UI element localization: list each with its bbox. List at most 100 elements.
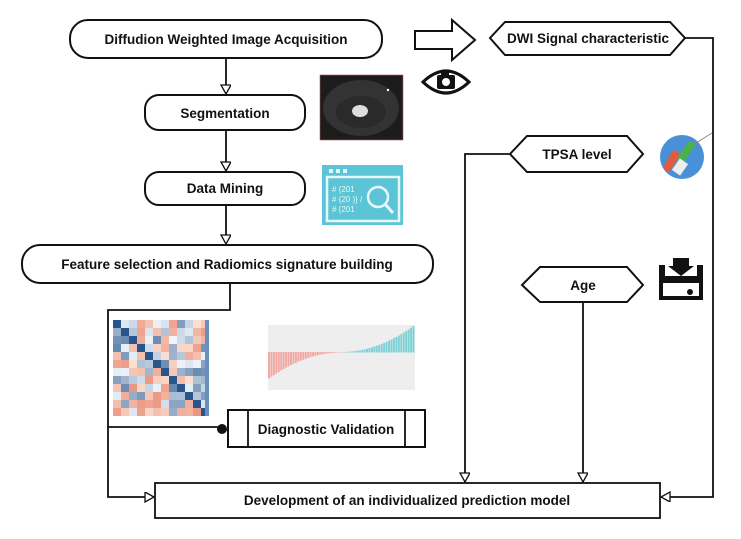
bar	[373, 346, 376, 353]
heatmap-cell	[169, 320, 177, 328]
heatmap-cell	[137, 344, 145, 352]
bar	[312, 352, 315, 357]
heatmap-cell	[121, 344, 129, 352]
code-line-2: # {20 )} /	[332, 195, 363, 204]
correlation-heatmap	[113, 320, 209, 416]
bar	[363, 349, 366, 353]
node-feature-selection-label: Feature selection and Radiomics signatur…	[61, 257, 393, 272]
heatmap-cell	[161, 344, 169, 352]
heatmap-cell	[145, 384, 153, 392]
bar	[346, 351, 349, 353]
heatmap-cell	[137, 360, 145, 368]
bar	[304, 352, 307, 359]
bar	[395, 336, 398, 353]
heatmap-cell	[169, 360, 177, 368]
heatmap-cell	[185, 336, 193, 344]
bar	[407, 329, 410, 353]
heatmap-cell	[153, 352, 161, 360]
bar	[402, 332, 405, 353]
bar	[390, 339, 393, 353]
bar	[361, 349, 364, 353]
heatmap-cell	[145, 392, 153, 400]
heatmap-cell	[177, 336, 185, 344]
heatmap-cell	[121, 408, 129, 416]
node-feature-selection: Feature selection and Radiomics signatur…	[21, 244, 434, 284]
bar	[378, 344, 381, 353]
bar	[282, 352, 285, 369]
heatmap-cell	[121, 400, 129, 408]
heatmap-cell	[137, 400, 145, 408]
node-tpsa-label: TPSA level	[542, 147, 611, 162]
heatmap-cell	[169, 344, 177, 352]
heatmap-cell	[145, 400, 153, 408]
bar	[356, 350, 359, 353]
eye-camera-icon	[420, 69, 472, 95]
bar	[287, 352, 290, 367]
heatmap-cell	[121, 384, 129, 392]
heatmap-cell	[113, 408, 121, 416]
archive-drawer-icon	[659, 258, 703, 300]
heatmap-cell	[185, 328, 193, 336]
heatmap-cell	[169, 376, 177, 384]
heatmap-cell	[129, 344, 137, 352]
connector-feature-prediction	[107, 283, 231, 497]
heatmap-cell	[161, 360, 169, 368]
heatmap-cell	[113, 328, 121, 336]
blood-test-icon	[660, 132, 713, 179]
heatmap-cell	[129, 368, 137, 376]
heatmap-cell	[169, 368, 177, 376]
bar	[358, 350, 361, 353]
node-age: Age	[520, 266, 645, 303]
bar	[277, 352, 280, 372]
heatmap-cell	[177, 400, 185, 408]
heatmap-cell	[185, 384, 193, 392]
heatmap-cell	[185, 352, 193, 360]
bar	[297, 352, 300, 362]
bar	[351, 351, 354, 353]
bar	[324, 352, 327, 354]
heatmap-cell	[193, 336, 201, 344]
heatmap-cell	[121, 352, 129, 360]
heatmap-cell	[161, 368, 169, 376]
code-line-1: # {201	[332, 185, 355, 194]
bar	[385, 341, 388, 353]
heatmap-cell	[185, 400, 193, 408]
bar	[388, 340, 391, 353]
heatmap-cell	[193, 328, 201, 336]
bar	[334, 352, 337, 353]
heatmap-cell	[193, 368, 201, 376]
node-dwi-signal: DWI Signal characteristic	[488, 21, 687, 56]
heatmap-cell	[121, 360, 129, 368]
heatmap-cell	[185, 408, 193, 416]
heatmap-cell	[177, 408, 185, 416]
heatmap-cell	[153, 376, 161, 384]
heatmap-cell	[169, 384, 177, 392]
connector-dot	[217, 424, 227, 434]
bar	[348, 351, 351, 353]
node-prediction-model: Development of an individualized predict…	[154, 482, 661, 519]
heatmap-cell	[193, 392, 201, 400]
connector-dwi-prediction	[661, 37, 714, 497]
block-arrow-right	[414, 17, 477, 63]
heatmap-cell	[145, 336, 153, 344]
bar	[292, 352, 295, 364]
heatmap-cell	[145, 352, 153, 360]
bar	[331, 352, 334, 353]
bar	[405, 331, 408, 353]
heatmap-cell	[185, 360, 193, 368]
heatmap-cell	[121, 376, 129, 384]
heatmap-cell	[137, 408, 145, 416]
heatmap-cell	[137, 336, 145, 344]
heatmap-cell	[121, 320, 129, 328]
bar	[383, 342, 386, 353]
heatmap-cell	[177, 360, 185, 368]
heatmap-cell	[193, 408, 201, 416]
connector-tpsa-prediction	[465, 153, 510, 482]
bar	[294, 352, 297, 363]
heatmap-cell	[113, 344, 121, 352]
coefficient-bar-chart	[268, 325, 415, 390]
code-search-icon: # {201 # {20 )} / # {201	[322, 165, 403, 225]
bar	[375, 345, 378, 353]
bar	[339, 352, 342, 353]
heatmap-cell	[177, 352, 185, 360]
